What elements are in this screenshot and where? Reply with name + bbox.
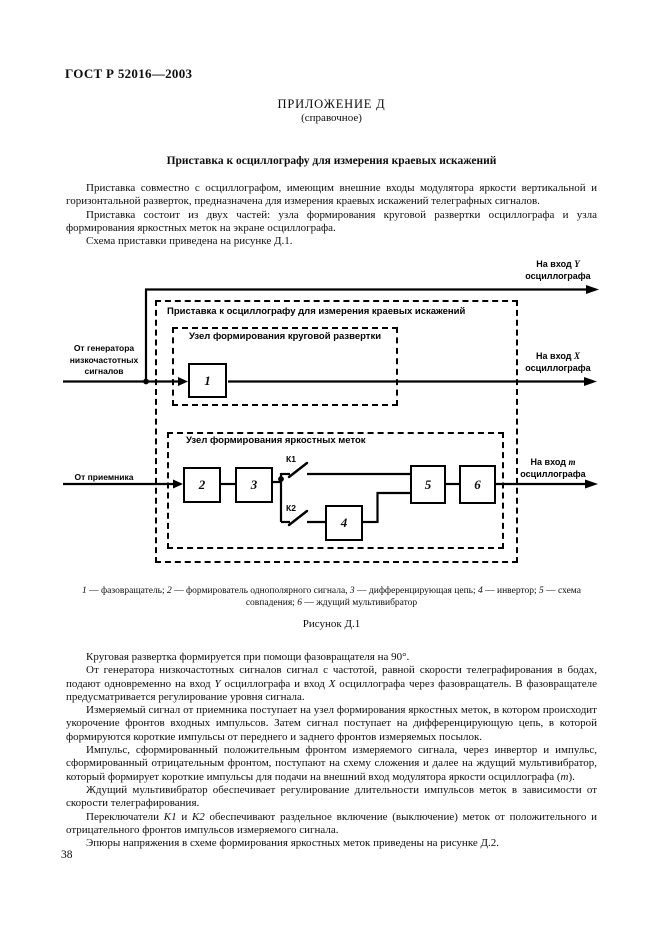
figure-label: Рисунок Д.1: [302, 618, 361, 630]
attachment-boundary-box: [155, 300, 518, 563]
brightness-marks-unit-label: Узел формирования яркостных меток: [186, 435, 366, 446]
section-heading: Приставка к осциллографу для измерения к…: [166, 155, 497, 167]
appendix-title: ПРИЛОЖЕНИЕ Д: [277, 97, 386, 111]
block-monostable-multivibrator: 6: [459, 465, 496, 504]
paragraph: Эпюры напряжения в схеме формирования яр…: [86, 837, 500, 850]
attachment-title-label: Приставка к осциллографу для измерения к…: [167, 306, 466, 317]
block-unipolar-signal-shaper: 2: [183, 467, 221, 503]
intro-paragraphs: Приставка совместно с осциллографом, име…: [66, 182, 597, 248]
paragraph: От генератора низкочастотных сигналов си…: [66, 664, 597, 703]
circular-sweep-unit-label: Узел формирования круговой развертки: [188, 331, 382, 342]
oscilloscope-y-output-label: На вход Y осциллографа: [525, 259, 591, 281]
paragraph: Переключатели К1 и К2 обеспечивают разде…: [66, 810, 597, 836]
oscilloscope-m-output-label: На вход m осциллографа: [520, 457, 586, 479]
paragraph: Ждущий мультивибратор обеспечивает регул…: [66, 783, 597, 810]
brightness-marks-unit-box: [167, 432, 504, 549]
paragraph: Измеряемый сигнал от приемника поступает…: [66, 704, 597, 743]
paragraph: Приставка состоит из двух частей: узла ф…: [66, 208, 597, 234]
switch-k1-label: К1: [286, 454, 296, 464]
switch-k2-label: К2: [286, 503, 296, 513]
body-paragraphs: Круговая развертка формируется при помощ…: [66, 651, 597, 850]
generator-wire: [63, 285, 599, 386]
block-inverter: 4: [325, 505, 363, 541]
block-differentiating-circuit: 3: [235, 467, 273, 503]
appendix-note: (справочное): [301, 112, 362, 124]
figure-caption: 1 — фазовращатель; 2 — формирователь одн…: [82, 586, 581, 608]
generator-input-label: От генератора низкочастотных сигналов: [69, 343, 139, 376]
oscilloscope-x-output-label: На вход X осциллографа: [525, 351, 591, 373]
block-phase-shifter: 1: [188, 363, 227, 398]
paragraph: Схема приставки приведена на рисунке Д.1…: [86, 235, 293, 248]
paragraph: Круговая развертка формируется при помощ…: [86, 651, 410, 663]
standard-number: ГОСТ Р 52016—2003: [65, 66, 193, 81]
circular-sweep-unit-box: [172, 327, 398, 406]
paragraph: Импульс, сформированный положительным фр…: [66, 744, 597, 783]
receiver-input-label: От приемника: [74, 472, 134, 482]
page-number: 38: [61, 849, 73, 861]
block-coincidence-circuit: 5: [410, 465, 446, 504]
paragraph: Приставка совместно с осциллографом, име…: [66, 182, 597, 208]
